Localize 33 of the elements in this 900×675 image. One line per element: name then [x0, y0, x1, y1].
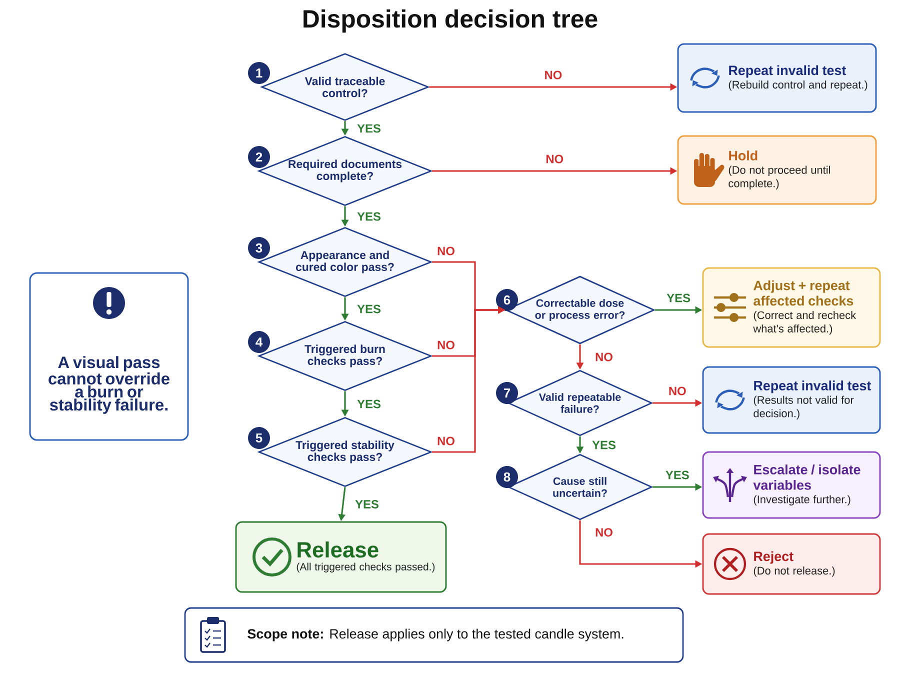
- step-badge: 7: [496, 382, 518, 404]
- action-box: Release (All triggered checks passed.): [235, 521, 447, 593]
- step-badge: 4: [248, 331, 270, 353]
- action-box: Hold (Do not proceed until complete.): [677, 135, 877, 205]
- step-badge: 8: [496, 466, 518, 488]
- edge-label: YES: [356, 398, 382, 410]
- action-box: Reject (Do not release.): [702, 533, 881, 595]
- edge-label: YES: [664, 470, 690, 480]
- edge-label: NO: [544, 154, 565, 164]
- edge-label: YES: [356, 211, 382, 222]
- step-badge: 2: [248, 146, 270, 168]
- edge-label: YES: [591, 440, 617, 450]
- note-box: Scope note: Release applies only to the tested candle system.: [184, 607, 684, 663]
- edge-label: YES: [356, 304, 382, 314]
- edge-label: NO: [667, 386, 688, 396]
- action-box: Adjust + repeat affected checks (Correct and recheck what's affected.): [702, 267, 881, 348]
- step-badge: 5: [248, 427, 270, 449]
- action-box: Repeat invalid test (Rebuild control and repeat.): [677, 43, 877, 113]
- edge-label: YES: [354, 499, 380, 510]
- note-box: A visual pass cannot override a burn or stability failure.: [29, 272, 189, 441]
- action-box: Escalate / isolate variables (Investigate further.): [702, 451, 881, 519]
- edge-label: NO: [594, 527, 614, 538]
- edge-label: YES: [666, 292, 692, 304]
- edge-label: NO: [594, 352, 614, 362]
- action-box: Repeat invalid test (Results not valid for decision.): [702, 366, 881, 434]
- title: Disposition decision tree: [304, 9, 598, 33]
- edge-label: NO: [543, 70, 564, 80]
- step-badge: 6: [496, 289, 518, 311]
- edge-label: NO: [436, 436, 456, 446]
- edge-label: NO: [436, 340, 456, 350]
- edge-label: NO: [436, 246, 456, 256]
- edge-label: YES: [356, 123, 382, 134]
- step-badge: 3: [248, 237, 270, 259]
